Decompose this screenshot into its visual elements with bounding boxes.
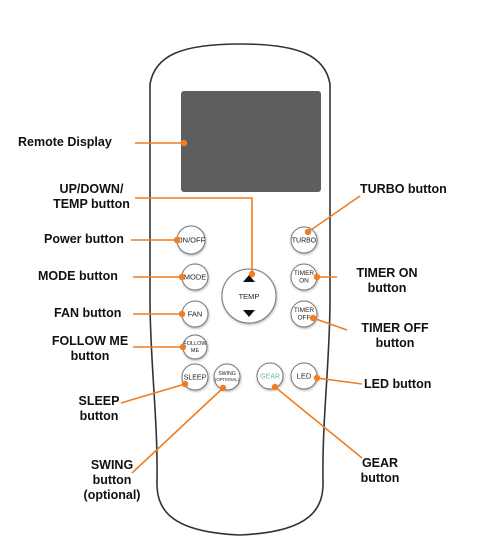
callout-up-down-temp: UP/DOWN/ TEMP button (44, 182, 139, 212)
callout-sleep-line1: SLEEP (78, 394, 120, 408)
callout-swing: SWING button (optional) (72, 458, 152, 503)
callout-swing-line1: SWING (90, 458, 134, 472)
timer-off-label-line1: TIMER (294, 307, 315, 314)
callout-timer-on-line1: TIMER ON (356, 266, 418, 280)
callout-power: Power button (44, 232, 124, 246)
fan-button-label: FAN (188, 310, 203, 319)
callout-turbo: TURBO button (360, 182, 447, 196)
sleep-button[interactable]: SLEEP (181, 363, 209, 391)
onoff-button-label: ON/OFF (177, 236, 206, 245)
callout-timer-off-line1: TIMER OFF (361, 321, 429, 335)
leader-gear (274, 386, 363, 459)
leader-lines (120, 142, 363, 474)
callout-timer-off: TIMER OFF button (345, 321, 445, 351)
callout-follow-me-line1: FOLLOW ME (51, 334, 129, 348)
leader-timer-off (312, 317, 348, 331)
timer-off-button[interactable]: TIMER OFF (290, 300, 318, 328)
leader-led (316, 377, 363, 385)
callout-gear: GEAR button (340, 456, 420, 486)
led-button-label: LED (297, 372, 312, 381)
callout-up-down-temp-line2: TEMP button (53, 197, 130, 211)
timer-on-label-line1: TIMER (294, 270, 315, 277)
mode-button[interactable]: MODE (181, 263, 209, 291)
sleep-button-label: SLEEP (184, 375, 207, 382)
callout-swing-line3: (optional) (83, 488, 141, 502)
leader-turbo (307, 195, 361, 233)
callout-fan: FAN button (54, 306, 122, 320)
callout-timer-on: TIMER ON button (337, 266, 437, 296)
timer-on-button[interactable]: TIMER ON (290, 263, 318, 291)
temp-up-arrow-icon[interactable] (243, 275, 255, 282)
gear-button[interactable]: GEAR (256, 362, 284, 390)
mode-button-label: MODE (184, 273, 207, 282)
leader-sleep (120, 383, 186, 404)
callout-gear-line2: button (360, 471, 400, 485)
timer-on-label-line2: ON (299, 278, 309, 285)
callout-sleep-line2: button (79, 409, 119, 423)
remote-display (181, 91, 321, 192)
temp-rocker[interactable] (221, 268, 277, 324)
follow-me-label-line2: ME (191, 348, 200, 354)
swing-label-line2: (OPTIONAL) (215, 377, 240, 382)
callout-timer-off-line2: button (375, 336, 415, 350)
turbo-button-label: TURBO (292, 238, 317, 245)
leader-up-down-temp (135, 197, 253, 274)
leader-swing (131, 387, 224, 474)
callout-follow-me-line2: button (70, 349, 110, 363)
callout-led: LED button (364, 377, 432, 391)
temp-label: TEMP (239, 292, 260, 301)
callout-mode: MODE button (38, 269, 118, 283)
callout-swing-line2: button (92, 473, 132, 487)
led-button[interactable]: LED (290, 362, 318, 390)
callout-sleep: SLEEP button (64, 394, 134, 424)
fan-button[interactable]: FAN (181, 300, 209, 328)
callout-gear-line1: GEAR (361, 456, 399, 470)
follow-me-button[interactable]: FOLLOW ME (182, 334, 208, 360)
callout-timer-on-line2: button (367, 281, 407, 295)
onoff-button[interactable]: ON/OFF (176, 225, 206, 255)
gear-button-label: GEAR (260, 374, 280, 381)
swing-button[interactable]: SWING (OPTIONAL) (213, 363, 241, 391)
timer-off-label-line2: OFF (298, 315, 311, 322)
temp-down-arrow-icon[interactable] (243, 310, 255, 317)
leader-dots (173, 139, 321, 392)
swing-label-line1: SWING (218, 371, 236, 377)
turbo-button[interactable]: TURBO (290, 226, 318, 254)
callout-follow-me: FOLLOW ME button (40, 334, 140, 364)
callout-remote-display: Remote Display (18, 135, 112, 149)
callout-up-down-temp-line1: UP/DOWN/ (59, 182, 124, 196)
follow-me-label-line1: FOLLOW (183, 341, 207, 347)
